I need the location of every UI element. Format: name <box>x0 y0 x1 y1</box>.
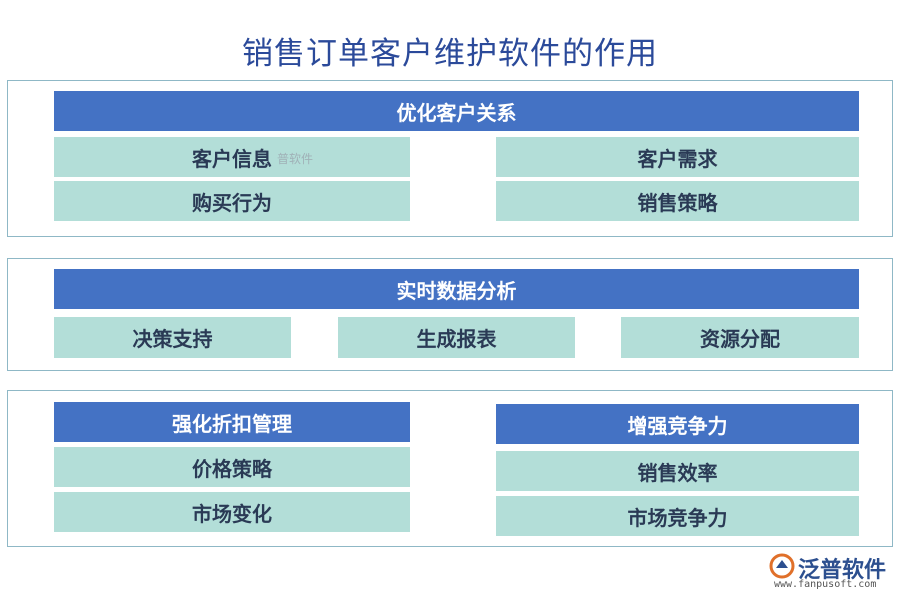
page-title: 销售订单客户维护软件的作用 <box>242 36 658 72</box>
item-sales-efficiency: 销售效率 <box>496 451 859 491</box>
section-header-competitiveness: 增强竞争力 <box>496 404 859 444</box>
item-purchase-behavior: 购买行为 <box>54 181 410 221</box>
item-price-strategy: 价格策略 <box>54 447 410 487</box>
item-decision-support: 决策支持 <box>54 317 291 358</box>
logo-name: 泛普软件 <box>798 558 887 583</box>
logo-icon <box>769 553 795 579</box>
item-market-change: 市场变化 <box>54 492 410 532</box>
item-generate-reports: 生成报表 <box>338 317 575 358</box>
section-header-customer-relations: 优化客户关系 <box>54 91 859 131</box>
item-customer-needs: 客户需求 <box>496 137 859 177</box>
item-customer-info: 客户信息 <box>54 137 410 177</box>
item-sales-strategy: 销售策略 <box>496 181 859 221</box>
section-header-realtime-analysis: 实时数据分析 <box>54 269 859 309</box>
section-header-discount-management: 强化折扣管理 <box>54 402 410 442</box>
item-market-competitiveness: 市场竞争力 <box>496 496 859 536</box>
item-resource-allocation: 资源分配 <box>621 317 859 358</box>
watermark-text: 普软件 <box>277 152 314 166</box>
brand-logo: 泛普软件 www.fanpusoft.com <box>768 552 893 596</box>
logo-url: www.fanpusoft.com <box>774 579 877 590</box>
